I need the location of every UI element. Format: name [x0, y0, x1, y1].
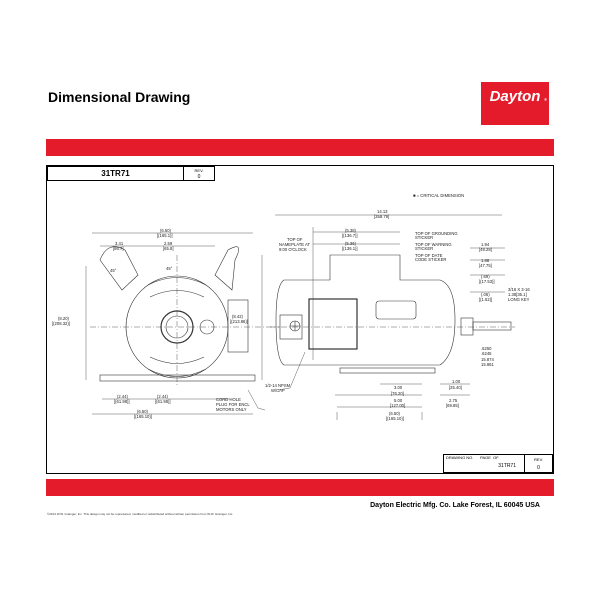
dim-k: (6.50) [389, 411, 401, 416]
dim-d-mm: [47.75] [479, 263, 492, 268]
dim-base-width-mm: [(165.10)] [134, 414, 152, 419]
grounding-note-2: STICKER [415, 235, 433, 240]
front-view [85, 232, 280, 415]
dim-overall-mm: [358.79] [374, 214, 389, 219]
shaft-dia-b: .6245 [481, 351, 492, 356]
rev-cell: REV. 0 [183, 166, 215, 181]
dim-g-mm: [76.20] [391, 391, 404, 396]
dim-f: (.06) [481, 292, 490, 297]
npsm-note-1: 1/2-14 NPSM [265, 383, 291, 388]
key-note-2: 1.38[35.1] [508, 292, 527, 297]
dim-c-mm: [49.28] [479, 247, 492, 252]
dim-h-mm: [25.40] [449, 385, 462, 390]
shaft-mm-b: 15.861 [481, 362, 494, 367]
dim-width-top-mm: [(165.1)] [157, 233, 173, 238]
angle-left: 45° [110, 268, 117, 273]
bottom-red-bar [46, 479, 554, 496]
cord-note-2: PLUG FOR ENCL [216, 402, 250, 407]
dim-h: 1.00 [452, 379, 461, 384]
dim-e-mm: [(17.53)] [479, 279, 495, 284]
nameplate-note-2: NAMEPLATE AT [279, 242, 310, 247]
dim-height-right: (8.42) [232, 314, 244, 319]
left-capacitor [99, 246, 139, 291]
dim-b-mm: [(136.1)] [342, 246, 358, 251]
shaft-dia-a: .6250 [481, 346, 492, 351]
angle-right: 45° [166, 266, 173, 271]
key-note-3: LONG KEY [508, 297, 530, 302]
drawing-no-value: 31TR71 [498, 463, 516, 469]
dim-b: (5.36) [345, 241, 357, 246]
warning-note-1: TOP OF WARNING [415, 242, 452, 247]
dim-e: (.69) [481, 274, 490, 279]
cord-note-1: CORD HOLE [216, 397, 241, 402]
dim-foot-left-mm: [(61.98)] [114, 399, 130, 404]
cord-note-3: MOTORS ONLY [216, 407, 247, 412]
motor-body [275, 254, 456, 366]
dim-g: 3.00 [394, 385, 403, 390]
company-address: Dayton Electric Mfg. Co. Lake Forest, IL… [370, 502, 540, 509]
right-capacitor [214, 246, 239, 291]
dim-j-mm: [69.85] [446, 403, 459, 408]
title-block-rev: REV. 0 [524, 454, 553, 473]
dim-height-left-mm: [(208.32)] [52, 321, 70, 326]
end-bell-box [279, 314, 303, 340]
dim-k-mm: [(165.10)] [386, 416, 404, 421]
top-red-bar [46, 139, 554, 156]
dim-height-right-mm: [(213.86)] [230, 319, 248, 324]
key-note-1: 3/16 X 3-16 [508, 287, 530, 292]
grounding-note-1: TOP OF GROUNDING [415, 231, 458, 236]
date-note-2: CODE STICKER [415, 257, 446, 262]
dim-left-offset: 3.41 [115, 241, 124, 246]
shaft [472, 321, 512, 331]
nameplate-note-1: TOP OF [287, 237, 303, 242]
conduit-box [227, 299, 249, 353]
shaft-mm-a: 15.874 [481, 357, 494, 362]
dayton-logo: Dayton® [481, 82, 549, 125]
dim-d: 1.88 [481, 258, 490, 263]
cord-hole-plug [199, 319, 215, 335]
critical-dimension-note: ■ = CRITICAL DIMENSION [413, 193, 464, 198]
dim-left-offset-mm: [86.7] [113, 246, 123, 251]
rev-label: REV. [194, 168, 204, 173]
dim-c: 1.94 [481, 242, 490, 247]
dim-foot-left: (2.44) [117, 394, 129, 399]
copyright-notice: ©2013 W.W. Grainger, Inc. This design ma… [47, 512, 234, 516]
date-note-1: TOP OF DATE [415, 253, 443, 258]
dim-a: (5.38) [345, 228, 357, 233]
dim-f-mm: [(1.52)] [479, 297, 492, 302]
npsm-note-2: W/CAP [271, 388, 285, 393]
page-title: Dimensional Drawing [48, 89, 191, 105]
dim-foot-right: (2.44) [157, 394, 169, 399]
dim-height-left: (8.20) [58, 316, 70, 321]
dim-base-width: (6.50) [137, 409, 149, 414]
dim-i: 5.00 [394, 398, 403, 403]
warning-note-2: STICKER [415, 246, 433, 251]
dim-i-mm: [127.00] [390, 403, 405, 408]
dim-overall: 14.13 [377, 209, 388, 214]
nameplate-note-3: 9:00 O'CLOCK [279, 247, 307, 252]
side-view [270, 214, 515, 420]
rev-value: 0 [197, 174, 201, 180]
tb-rev-value: 0 [537, 465, 540, 471]
drawing-frame: 31TR71 REV. 0 DRAWING NO. PAGE OF 31TR71… [46, 165, 554, 474]
dim-a-mm: [(136.7)] [342, 233, 358, 238]
dim-right-offset-mm: [65.8] [163, 246, 173, 251]
dim-right-offset: 2.59 [164, 241, 173, 246]
of-label: OF [493, 455, 499, 460]
conduit-box-side [308, 298, 358, 350]
drawing-no-label: DRAWING NO. [446, 455, 474, 460]
tb-rev-label: REV. [534, 457, 543, 462]
dim-j: 2.75 [449, 398, 458, 403]
dim-foot-right-mm: [(61.98)] [155, 399, 171, 404]
page-label: PAGE [480, 455, 491, 460]
dim-width-top: (6.50) [160, 228, 172, 233]
